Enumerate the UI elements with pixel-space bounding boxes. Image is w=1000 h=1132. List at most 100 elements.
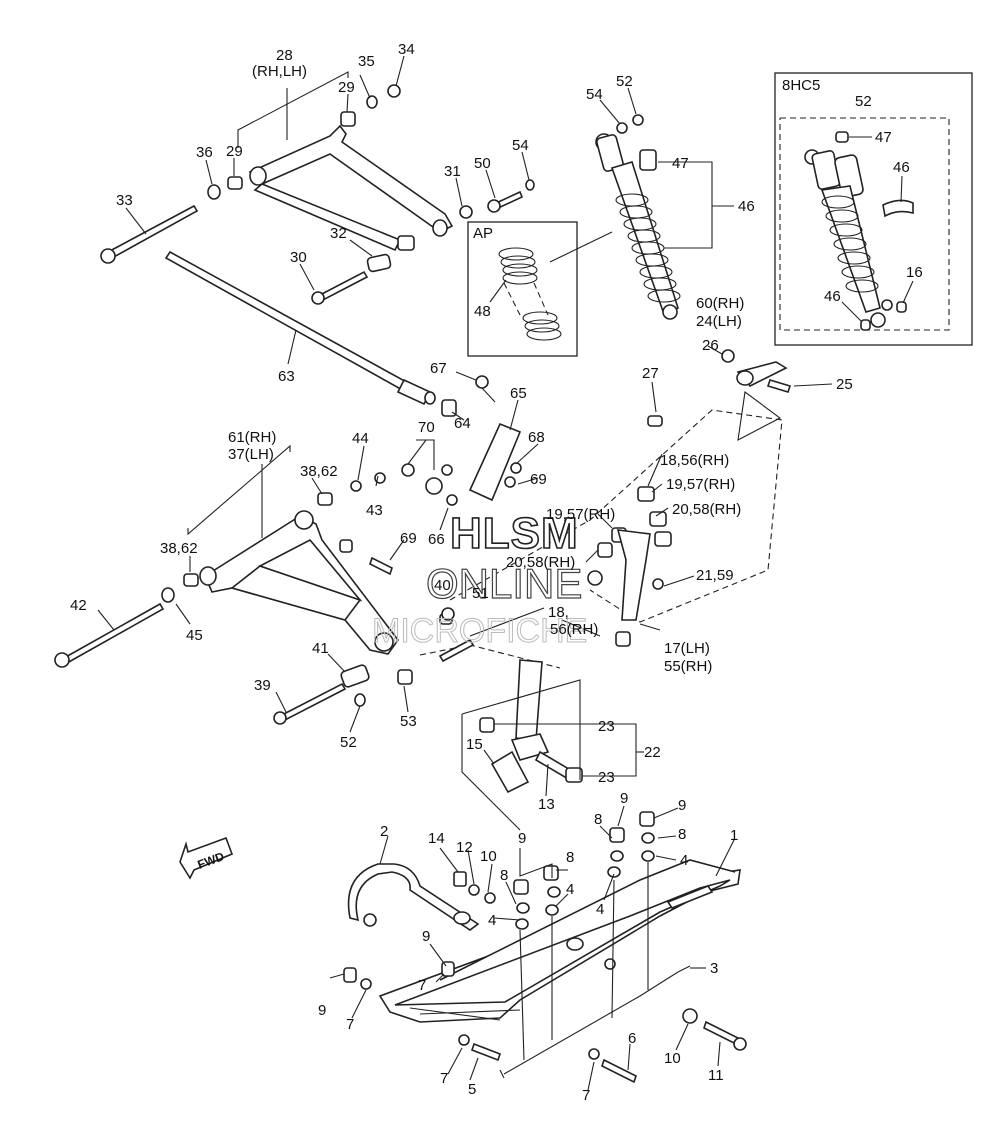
label-69-right: 69 [530,471,547,488]
label-4-ski-a: 4 [566,881,574,898]
label-20-58rh-right: 20,58(RH) [672,501,741,518]
label-55rh: 55(RH) [664,658,712,675]
label-4-right: 4 [680,852,688,869]
label-9-far-left: 9 [318,1002,326,1019]
label-4-ski-c: 4 [488,912,496,929]
label-3: 3 [710,960,718,977]
inset-8hc5-dashed-boundary [779,117,950,331]
label-47: 47 [672,155,689,172]
label-64: 64 [454,415,471,432]
ski-hardware [343,811,747,1084]
dashed-steering-boundary [449,409,783,623]
label-9-left: 9 [422,928,430,945]
label-8-center: 8 [594,811,602,828]
label-41: 41 [312,640,329,657]
inset-ap: AP 48 [467,221,613,357]
watermark-line-3: MICROFICHE [372,612,587,650]
label-7-bottom-center: 7 [582,1087,590,1104]
steering-column-17 [419,409,783,669]
label-8-right: 8 [678,826,686,843]
label-66: 66 [428,531,445,548]
label-9-top-center: 9 [620,790,628,807]
label-29-top: 29 [338,79,355,96]
watermark-line-1: HLSM [450,509,579,558]
label-54-upper: 54 [586,86,603,103]
leader-lines [97,55,833,1091]
label-28-rhlh: (RH,LH) [252,63,307,80]
inset-8hc5-frame [774,72,973,346]
label-7-left-upper: 7 [418,977,426,994]
label-6: 6 [628,1030,636,1047]
label-19-57rh-right: 19,57(RH) [666,476,735,493]
label-13: 13 [538,796,555,813]
label-18-56rh: 18,56(RH) [660,452,729,469]
upper-arm-28 [100,84,644,305]
shock-absorber-46 [595,133,681,320]
label-19-57rh-left: 19,57(RH) [546,506,615,523]
label-29-left: 29 [226,143,243,160]
label-48: 47 [875,129,892,146]
ski-1 [378,859,741,1079]
label-7-far-left: 7 [346,1016,354,1033]
label-1: 1 [730,827,738,844]
handle-2 [347,863,480,931]
label-53: 53 [400,713,417,730]
label-10-bottom: 10 [664,1050,681,1067]
label-61rh: 61(RH) [228,429,276,446]
label-70: 70 [418,419,435,436]
label-40: 40 [434,577,451,594]
label-63: 63 [278,368,295,385]
label-23-lower: 23 [598,769,615,786]
label-30: 30 [290,249,307,266]
label-32: 32 [330,225,347,242]
label-16: 48 [474,303,491,320]
fwd-arrow: FWD [179,836,234,880]
label-38-62-upper: 38,62 [300,463,338,480]
label-9-top-right: 9 [678,797,686,814]
label-17lh: 17(LH) [664,640,710,657]
label-56rh: 56(RH) [550,621,598,638]
label-5: 5 [468,1081,476,1098]
label-10-ski: 10 [480,848,497,865]
label-44: 44 [352,430,369,447]
label-49-left: 46 [824,288,841,305]
label-65: 65 [510,385,527,402]
spring-16-drawing [498,247,562,341]
label-31: 31 [444,163,461,180]
link-65-70 [401,375,522,621]
part-labels: 28 (RH,LH) 35 34 29 29 36 33 31 32 30 63… [70,41,853,1104]
label-68: 68 [528,429,545,446]
label-46-inset: 52 [855,93,872,110]
label-45: 45 [186,627,203,644]
label-42: 42 [70,597,87,614]
label-23-upper: 23 [598,718,615,735]
label-2: 2 [380,823,388,840]
label-43: 43 [366,502,383,519]
label-18: 18, [548,604,569,621]
label-54-lower: 54 [512,137,529,154]
rod-63 [164,250,436,406]
label-8-ski-right: 8 [566,849,574,866]
watermark-line-2: ONLINE [426,560,582,607]
label-60rh: 60(RH) [696,295,744,312]
label-25: 25 [836,376,853,393]
inset-ap-frame [467,221,578,357]
label-27: 27 [642,365,659,382]
label-22: 22 [644,744,661,761]
label-8-ski-left: 8 [500,867,508,884]
inset-8hc5-title: 8HC5 [782,77,820,94]
label-36: 36 [196,144,213,161]
label-9-ski: 9 [518,830,526,847]
inset-ap-title: AP [473,225,493,242]
label-50: 50 [474,155,491,172]
label-11: 11 [708,1067,724,1084]
inset-8hc5: 8HC5 52 47 46 [774,72,973,346]
label-20-58rh-left: 20,58(RH) [506,554,575,571]
label-26: 26 [702,337,719,354]
label-12: 12 [456,839,473,856]
label-33: 33 [116,192,133,209]
label-69-left: 69 [400,530,417,547]
shock-absorber-8hc5-drawing [804,131,914,331]
label-15: 15 [466,736,483,753]
